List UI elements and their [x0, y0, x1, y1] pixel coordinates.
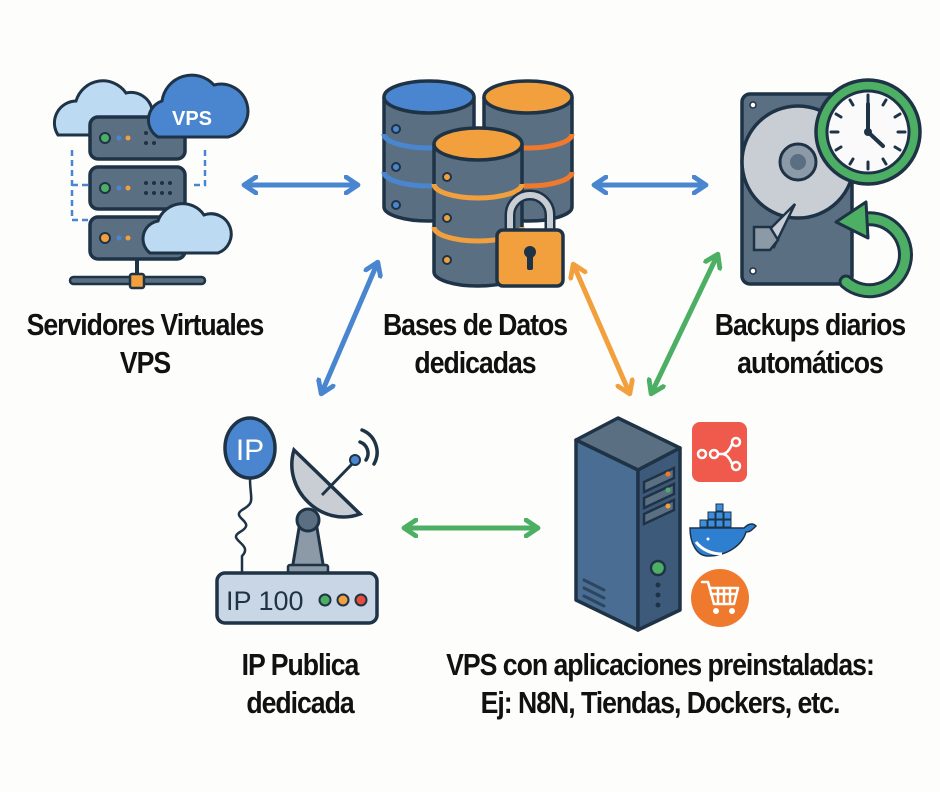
- docker-icon: [689, 503, 758, 557]
- apps-vps-label: VPS con aplicaciones preinstaladas: Ej: …: [436, 646, 883, 722]
- tower-server: [574, 416, 682, 632]
- databases-title-line2: dedicadas: [414, 345, 536, 380]
- backups-title-line1: Backups diarios: [714, 307, 907, 342]
- databases-label: Bases de Datos dedicadas: [359, 306, 591, 382]
- backups-node: [740, 72, 922, 302]
- padlock-icon: [495, 189, 565, 288]
- hard-drive-clock-icon: [740, 78, 922, 299]
- server-rack: [68, 115, 207, 290]
- arrow-databases-public-ip: [322, 264, 377, 392]
- backups-title-line2: automáticos: [737, 345, 884, 380]
- database-lock-icon: [381, 79, 575, 288]
- clock-icon: [814, 78, 922, 186]
- vps-cloud-icon: [146, 73, 250, 139]
- public-ip-title-line2: dedicada: [246, 685, 354, 720]
- satellite-dish-icon: [290, 428, 379, 572]
- shopping-cart-icon: [691, 569, 749, 627]
- vps-title-line2: VPS: [119, 345, 171, 380]
- n8n-icon: [692, 422, 747, 482]
- ip-badge-text: IP: [236, 434, 264, 467]
- tower-server-icon: [574, 416, 758, 632]
- apps-vps-title-line1: VPS con aplicaciones preinstaladas:: [446, 647, 875, 682]
- vps-title-line1: Servidores Virtuales: [26, 307, 265, 342]
- backups-label: Backups diarios automáticos: [707, 306, 913, 382]
- server-rack-cloud-icon: VPS: [52, 73, 250, 290]
- public-ip-label: IP Publica dedicada: [197, 646, 403, 722]
- databases-title-line1: Bases de Datos: [382, 307, 568, 342]
- refresh-arrow-icon: [834, 200, 913, 299]
- apps-vps-node: [570, 410, 760, 640]
- ip-badge-icon: IP: [223, 416, 277, 575]
- arrow-databases-apps-vps: [574, 266, 629, 392]
- vps-label: Servidores Virtuales VPS: [20, 306, 269, 382]
- public-ip-node: IP IP 100: [212, 410, 387, 635]
- apps-vps-title-line2: Ej: N8N, Tiendas, Dockers, etc.: [480, 685, 841, 720]
- cloud-icon: [141, 202, 233, 255]
- vps-node: VPS: [40, 55, 250, 305]
- ip-device-text: IP 100: [226, 586, 304, 616]
- vps-cloud-label: VPS: [172, 108, 212, 130]
- arrow-backups-apps-vps: [652, 256, 717, 392]
- public-ip-title-line1: IP Publica: [241, 647, 360, 682]
- satellite-dish-router-icon: IP IP 100: [215, 416, 379, 625]
- router-icon: IP 100: [215, 563, 379, 625]
- databases-node: [372, 72, 582, 302]
